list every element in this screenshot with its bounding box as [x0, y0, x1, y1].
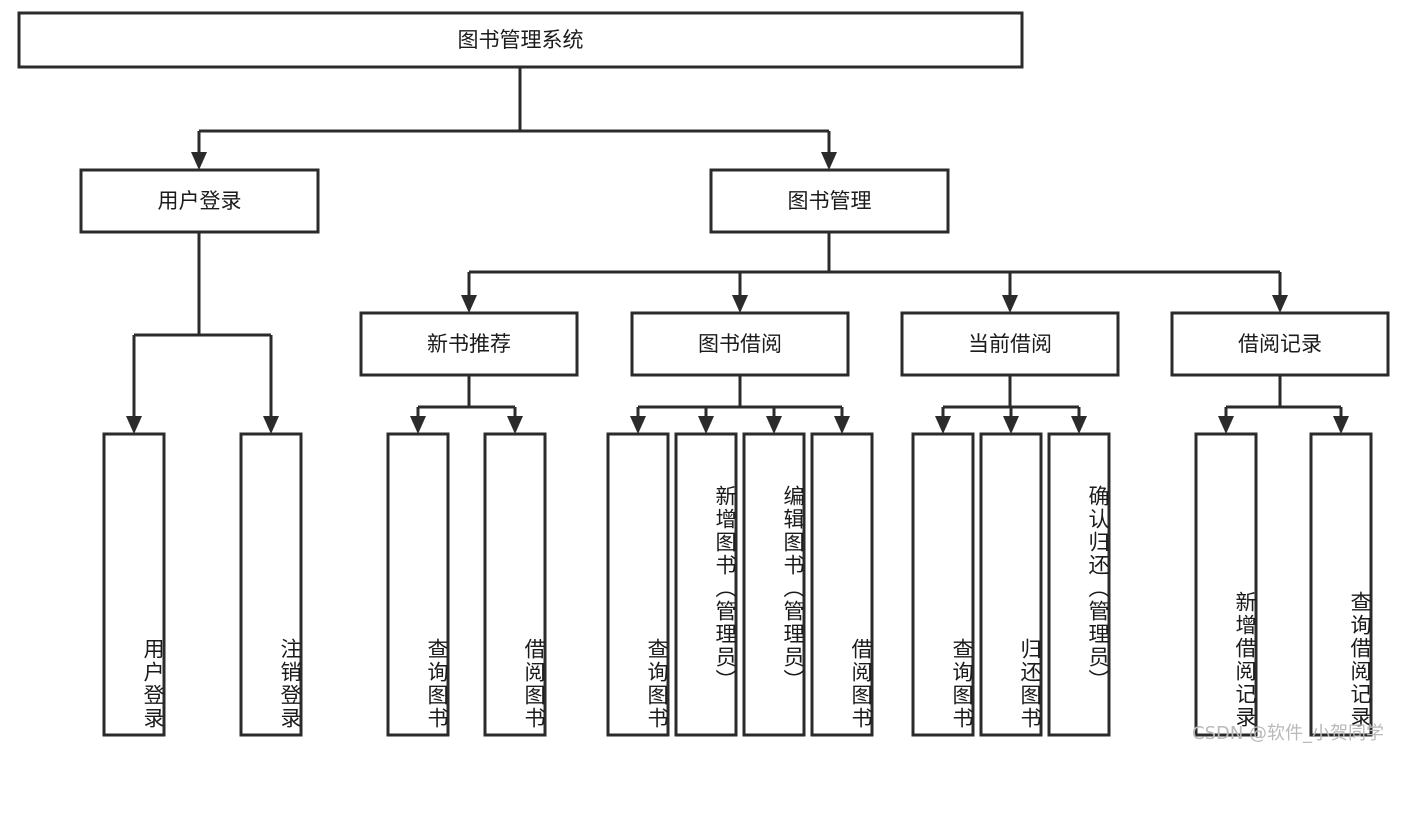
arrow-head-icon — [1218, 416, 1234, 434]
arrow-head-icon — [1002, 295, 1018, 313]
node-leaf-borrow-book-recommend[interactable] — [483, 432, 547, 737]
connector-current-to-leaves — [941, 375, 1081, 417]
diagram-canvas: 图书管理系统用户登录图书管理新书推荐图书借阅当前借阅借阅记录 用户登录注销登录查… — [17, 11, 1390, 744]
connector-recommend-to-leaves — [416, 375, 517, 417]
node-leaf-user-login[interactable] — [102, 432, 166, 737]
arrow-head-icon — [935, 416, 951, 434]
arrow-head-icon — [821, 152, 837, 170]
node-leaf-query-book-recommend[interactable] — [386, 432, 450, 737]
node-leaf-query-book-current[interactable] — [911, 432, 975, 737]
node-book-management[interactable] — [709, 168, 950, 234]
connector-bookmgmt-to-level2 — [467, 232, 1282, 296]
node-label-root: 图书管理系统 — [458, 28, 584, 52]
arrow-head-icon — [698, 416, 714, 434]
connectors-layer — [126, 67, 1349, 434]
node-new-book-recommend[interactable] — [359, 311, 579, 377]
node-label-new-book-recommend: 新书推荐 — [427, 332, 511, 356]
node-leaf-query-borrow-record[interactable] — [1309, 432, 1373, 737]
arrow-head-icon — [766, 416, 782, 434]
connector-borrow-to-leaves — [636, 375, 844, 417]
watermark: CSDN @软件_小贺同学 — [1192, 723, 1385, 744]
node-leaf-borrow-book[interactable] — [810, 432, 874, 737]
node-root-system[interactable] — [17, 11, 1024, 69]
connector-userlogin-to-leaves — [132, 232, 273, 417]
node-borrow-record[interactable] — [1170, 311, 1390, 377]
node-book-borrow[interactable] — [630, 311, 850, 377]
arrow-head-icon — [191, 152, 207, 170]
arrow-head-icon — [1003, 416, 1019, 434]
node-label-book-management: 图书管理 — [788, 189, 872, 213]
node-current-borrow[interactable] — [900, 311, 1120, 377]
connector-root-to-level1 — [197, 67, 831, 153]
arrow-head-icon — [410, 416, 426, 434]
node-user-login[interactable] — [79, 168, 320, 234]
node-label-book-borrow: 图书借阅 — [698, 332, 782, 356]
node-leaf-confirm-return[interactable] — [1047, 432, 1111, 737]
arrow-head-icon — [461, 295, 477, 313]
arrow-head-icon — [263, 416, 279, 434]
boxes-layer — [17, 11, 1390, 737]
node-leaf-add-borrow-record[interactable] — [1194, 432, 1258, 737]
connector-record-to-leaves — [1224, 375, 1343, 417]
arrow-head-icon — [126, 416, 142, 434]
node-leaf-return-book[interactable] — [979, 432, 1043, 737]
arrow-head-icon — [834, 416, 850, 434]
node-leaf-logout-login[interactable] — [239, 432, 303, 737]
node-label-borrow-record: 借阅记录 — [1238, 332, 1322, 356]
arrow-head-icon — [732, 295, 748, 313]
node-leaf-query-book-borrow[interactable] — [606, 432, 670, 737]
node-leaf-edit-book[interactable] — [742, 432, 806, 737]
node-label-current-borrow: 当前借阅 — [968, 332, 1052, 356]
node-leaf-add-book[interactable] — [674, 432, 738, 737]
arrow-head-icon — [507, 416, 523, 434]
arrow-head-icon — [1333, 416, 1349, 434]
arrow-head-icon — [1071, 416, 1087, 434]
arrow-head-icon — [1272, 295, 1288, 313]
node-label-user-login: 用户登录 — [158, 189, 242, 213]
arrow-head-icon — [630, 416, 646, 434]
